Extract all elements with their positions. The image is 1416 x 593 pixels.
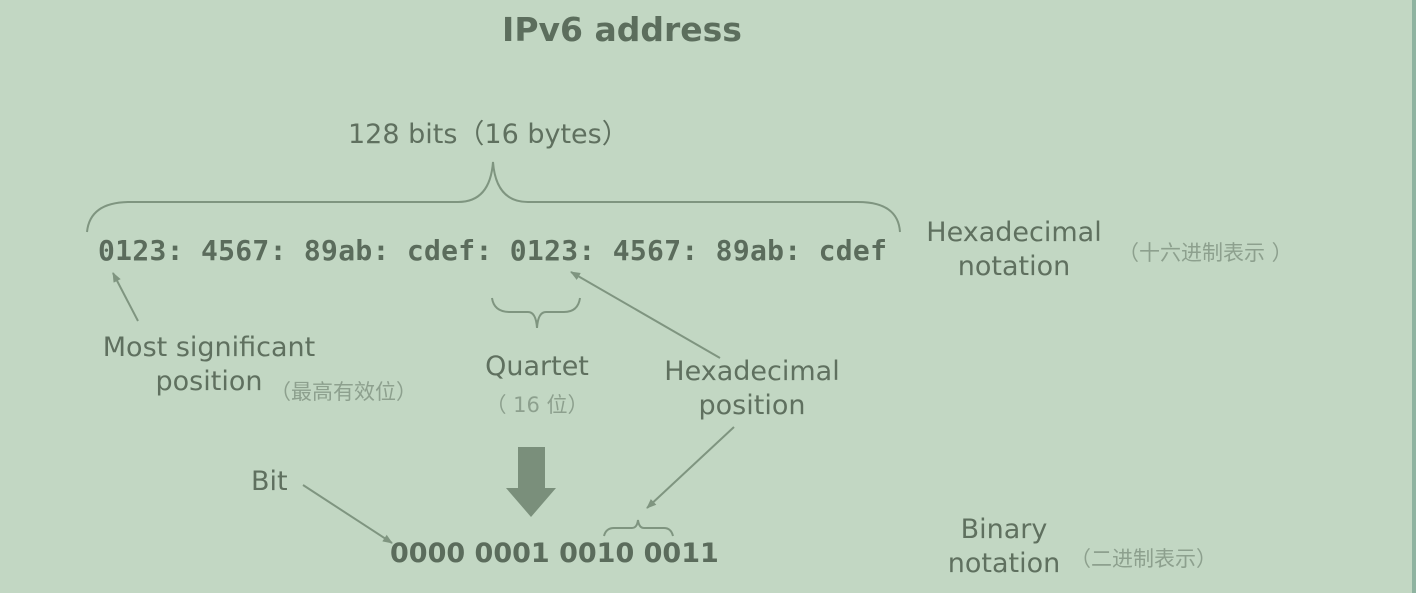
msp-arrow — [112, 272, 139, 322]
binary-value: 0000 0001 0010 0011 — [390, 538, 719, 569]
quartet-brace — [491, 297, 581, 329]
hex-position-line2: position — [698, 390, 806, 421]
binary-notation-line1: Binary — [960, 514, 1048, 545]
hex-notation-cn: （十六进制表示 ） — [1118, 241, 1293, 265]
quartet-label: Quartet — [485, 351, 589, 382]
nibble-brace — [603, 519, 674, 537]
bit-label: Bit — [251, 466, 288, 497]
hex-position-arrow-up — [570, 271, 721, 359]
diagram-title: IPv6 address — [502, 10, 742, 49]
bit-arrow — [302, 484, 393, 544]
hex-position-line1: Hexadecimal — [664, 356, 840, 387]
quartet-cn: （ 16 位） — [485, 393, 589, 417]
msp-cn: （最高有效位） — [270, 380, 417, 404]
address-brace — [86, 161, 901, 233]
msp-line2: position — [155, 366, 263, 397]
hex-notation-line2: notation — [957, 251, 1071, 282]
hex-position-label: Hexadecimal position — [652, 355, 852, 423]
hex-notation-label: Hexadecimal notation — [924, 216, 1104, 284]
binary-notation-label: Binary notation — [934, 513, 1074, 581]
hex-notation-line1: Hexadecimal — [926, 217, 1102, 248]
binary-notation-cn: （二进制表示） — [1070, 547, 1217, 571]
msp-label: Most significant position — [100, 331, 318, 399]
msp-line1: Most significant — [102, 332, 316, 363]
conversion-arrow-icon — [506, 447, 556, 517]
binary-notation-line2: notation — [947, 548, 1061, 579]
hex-position-arrow-down — [646, 426, 735, 509]
right-edge-strip — [1412, 0, 1416, 593]
size-label: 128 bits（16 bytes） — [348, 119, 629, 150]
hex-address: 0123: 4567: 89ab: cdef: 0123: 4567: 89ab… — [98, 234, 888, 267]
